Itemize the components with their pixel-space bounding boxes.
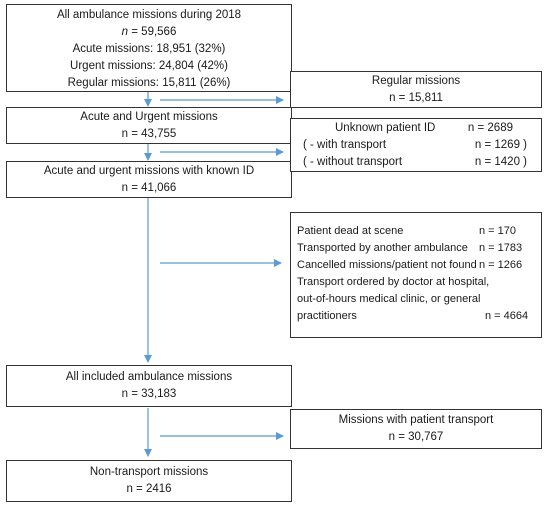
box-exclusions: Patient dead at scene n = 170 Transporte… (290, 212, 542, 338)
cancelled-row: Cancelled missions/patient not found n =… (297, 259, 523, 271)
box-regular-missions: Regular missions n = 15,811 (290, 71, 542, 108)
urgent-missions: Urgent missions: 24,804 (42%) (70, 60, 228, 72)
box-known-id: Acute and urgent missions with known ID … (6, 161, 292, 198)
without-transport-row: ( - without transport n = 1420 ) (303, 156, 527, 168)
acute-urgent-count: n = 43,755 (121, 128, 177, 140)
non-transport-count: n = 2416 (126, 483, 172, 495)
box-patient-transport: Missions with patient transport n = 30,7… (290, 409, 542, 449)
known-id-count: n = 41,066 (121, 182, 177, 194)
box-included: All included ambulance missions n = 33,1… (6, 365, 292, 407)
transport-ordered-text: Transport ordered by doctor at hospital,… (297, 276, 529, 322)
included-title: All included ambulance missions (65, 371, 233, 383)
box-non-transport: Non-transport missions n = 2416 (6, 460, 292, 502)
box-acute-urgent: Acute and Urgent missions n = 43,755 (6, 107, 292, 144)
patient-transport-count: n = 30,767 (388, 431, 444, 443)
box-unknown-id: Unknown patient ID n = 2689 ( - with tra… (290, 118, 542, 172)
acute-urgent-title: Acute and Urgent missions (80, 111, 218, 123)
other-ambulance-row: Transported by another ambulance n = 178… (297, 242, 523, 254)
all-missions-count: n = 59,566 (121, 26, 177, 38)
included-count: n = 33,183 (121, 388, 177, 400)
unknown-id-row: Unknown patient ID n = 2689 (335, 122, 513, 134)
dead-at-scene-row: Patient dead at scene n = 170 (297, 225, 517, 237)
acute-missions: Acute missions: 18,951 (32%) (72, 43, 226, 55)
known-id-title: Acute and urgent missions with known ID (43, 165, 255, 177)
patient-transport-title: Missions with patient transport (338, 414, 494, 426)
all-missions-title: All ambulance missions during 2018 (56, 9, 242, 21)
non-transport-title: Non-transport missions (89, 466, 209, 478)
regular-missions: Regular missions: 15,811 (26%) (67, 77, 231, 89)
with-transport-row: ( - with transport n = 1269 ) (303, 139, 527, 151)
regular-count: n = 15,811 (389, 92, 443, 104)
regular-title: Regular missions (371, 75, 461, 87)
box-all-missions: All ambulance missions during 2018 n = 5… (6, 4, 292, 92)
